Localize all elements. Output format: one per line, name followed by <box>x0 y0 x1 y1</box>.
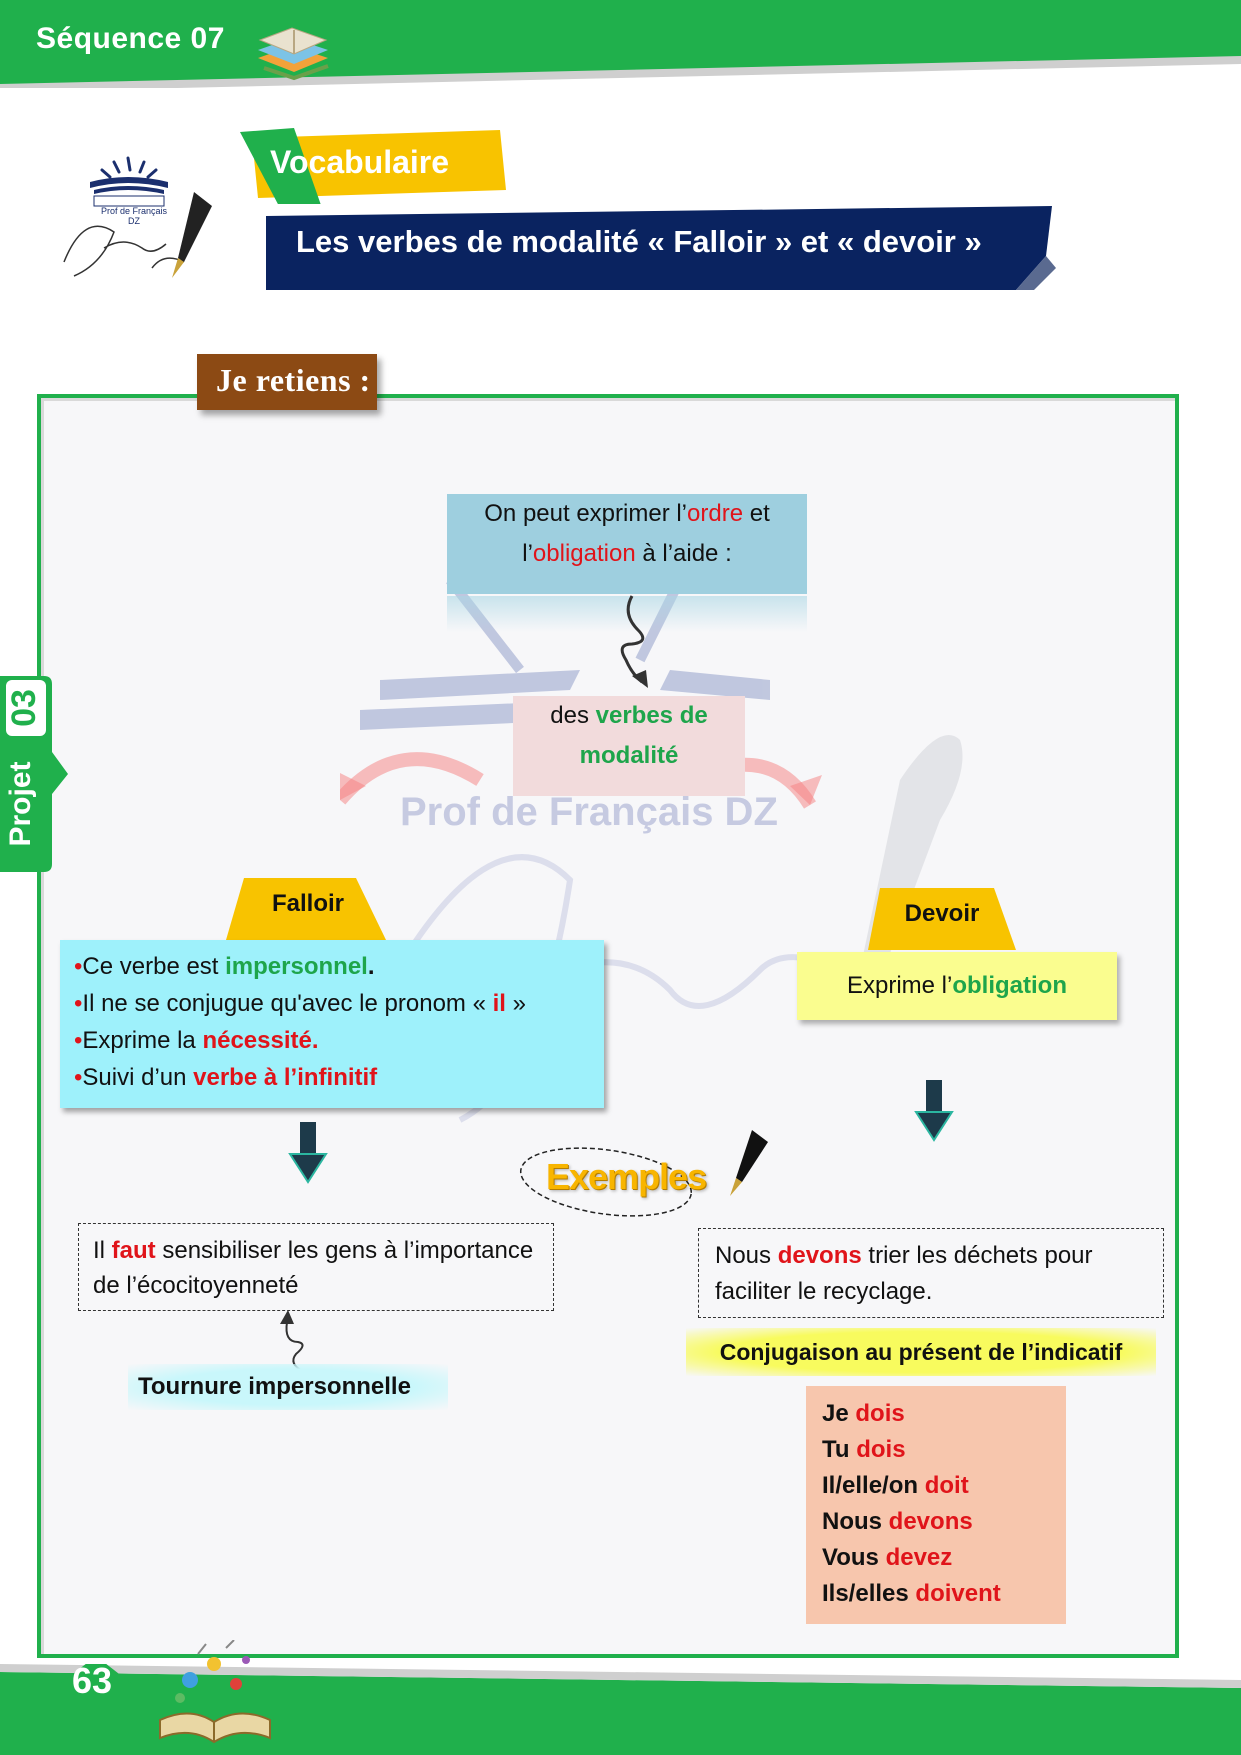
page-number: 63 <box>72 1660 113 1701</box>
falloir-line: •Exprime la nécessité. <box>74 1027 319 1054</box>
open-book-icon <box>159 1640 271 1744</box>
devoir-highlight: obligation <box>952 972 1067 999</box>
falloir-example: Il faut sensibiliser les gens à l’import… <box>78 1223 554 1311</box>
curly-arrow-icon <box>620 595 648 688</box>
section-tag-shape <box>197 354 377 410</box>
watermark-text: Prof de Français DZ <box>400 790 778 834</box>
vocabulary-tag: Vocabulaire <box>270 144 450 180</box>
brand-logo <box>63 156 212 278</box>
modal-verbs-highlight: verbes de modalité <box>579 702 708 769</box>
falloir-line: •Il ne se conjugue qu'avec le pronom « i… <box>74 990 526 1017</box>
down-arrow-icon <box>914 1080 954 1142</box>
conjugation-row: Il/elle/on doit <box>822 1472 969 1499</box>
page-title: Les verbes de modalité « Falloir » et « … <box>296 224 982 259</box>
project-label: Projet <box>4 761 37 846</box>
conjugation-table: Je dois Tu dois Il/elle/on doit Nous dev… <box>806 1386 1066 1624</box>
examples-label: Exemples <box>546 1156 707 1197</box>
section-label: Je retiens : <box>216 362 371 398</box>
fountain-pen-icon <box>730 1130 768 1196</box>
project-number: 03 <box>5 689 43 727</box>
vocabulary-tag-shape <box>240 128 506 204</box>
falloir-tag-shape <box>226 878 386 940</box>
intro-box-reflection <box>447 596 807 632</box>
falloir-line: •Suivi d’un verbe à l’infinitif <box>74 1064 378 1091</box>
examples-oval <box>519 1147 693 1217</box>
verb-devons: devons <box>777 1242 862 1269</box>
sequence-label: Séquence 07 <box>36 22 225 55</box>
falloir-tag: Falloir <box>271 890 344 917</box>
conjugation-row: Nous devons <box>822 1508 973 1535</box>
devoir-tag: Devoir <box>904 900 980 927</box>
curly-up-arrow-icon <box>280 1310 305 1373</box>
title-banner-shape <box>266 206 1056 290</box>
keyword-ordre: ordre <box>687 500 744 527</box>
verb-faut: faut <box>111 1237 156 1264</box>
bottom-band <box>0 1664 1241 1755</box>
intro-box: On peut exprimer l’ordre et l’obligation… <box>447 494 807 594</box>
conjugation-title: Conjugaison au présent de l’indicatif <box>686 1328 1156 1376</box>
falloir-box: •Ce verbe est impersonnel. •Il ne se con… <box>60 940 604 1108</box>
conjugation-row: Je dois <box>822 1400 905 1427</box>
devoir-tag-shape <box>868 888 1016 950</box>
keyword-obligation: obligation <box>532 540 636 567</box>
logo-caption: Prof de Français DZ <box>100 206 168 226</box>
project-side-tab: 03 Projet <box>0 676 68 872</box>
devoir-example: Nous devons trier les déchets pour facil… <box>698 1228 1164 1318</box>
modal-verbs-box: des verbes de modalité <box>513 696 745 796</box>
devoir-box: Exprime l’obligation <box>797 952 1117 1020</box>
books-icon <box>258 27 329 81</box>
top-band <box>0 0 1241 88</box>
conjugation-row: Ils/elles doivent <box>822 1580 1001 1607</box>
conjugation-row: Tu dois <box>822 1436 906 1463</box>
impersonal-note: Tournure impersonnelle <box>128 1364 448 1410</box>
down-arrow-icon <box>288 1122 328 1184</box>
conjugation-row: Vous devez <box>822 1544 953 1571</box>
falloir-line: •Ce verbe est impersonnel. <box>74 953 375 980</box>
